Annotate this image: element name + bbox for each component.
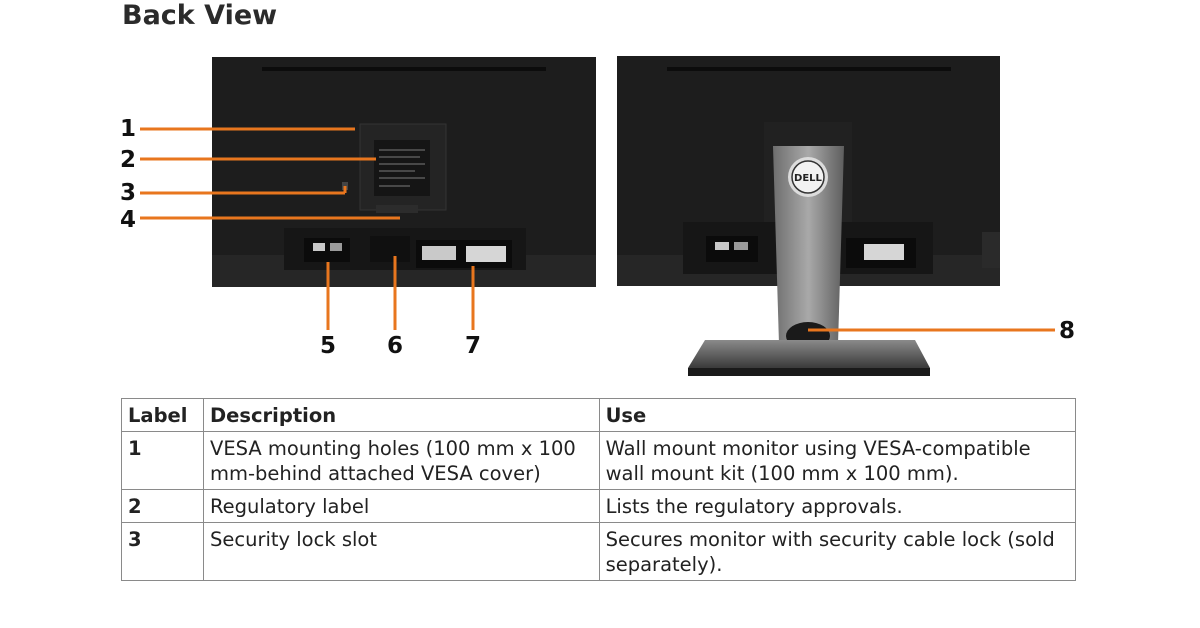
page-title: Back View	[122, 0, 278, 31]
monitor-back-right: DELL	[617, 56, 1000, 376]
table-row: 3 Security lock slot Secures monitor wit…	[121, 522, 1077, 581]
header-description: Description	[202, 398, 600, 432]
header-label: Label	[121, 398, 204, 432]
row-description: VESA mounting holes (100 mm x 100 mm-beh…	[202, 431, 600, 490]
dell-logo: DELL	[794, 173, 823, 184]
row-label: 3	[121, 522, 204, 581]
monitor-back-view-illustration: DELL	[140, 56, 1055, 376]
callout-4: 4	[120, 207, 137, 233]
table-row: 1 VESA mounting holes (100 mm x 100 mm-b…	[121, 431, 1077, 490]
row-description: Regulatory label	[202, 489, 600, 523]
callout-3: 3	[120, 180, 137, 206]
row-label: 1	[121, 431, 204, 490]
row-description: Security lock slot	[202, 522, 600, 581]
row-label: 2	[121, 489, 204, 523]
table-row: 2 Regulatory label Lists the regulatory …	[121, 489, 1077, 523]
table-header-row: Label Description Use	[121, 398, 1077, 432]
callout-1: 1	[120, 116, 137, 142]
header-use: Use	[598, 398, 1077, 432]
back-view-table: Label Description Use 1 VESA mounting ho…	[121, 398, 1077, 581]
callout-8: 8	[1059, 318, 1076, 344]
callout-5: 5	[320, 333, 337, 359]
callout-2: 2	[120, 147, 137, 173]
row-use: Lists the regulatory approvals.	[598, 489, 1077, 523]
row-use: Wall mount monitor using VESA-compatible…	[598, 431, 1077, 490]
callout-leader-lines	[140, 127, 1055, 332]
callout-6: 6	[387, 333, 404, 359]
callout-7: 7	[465, 333, 482, 359]
monitor-back-left	[212, 57, 596, 287]
row-use: Secures monitor with security cable lock…	[598, 522, 1077, 581]
